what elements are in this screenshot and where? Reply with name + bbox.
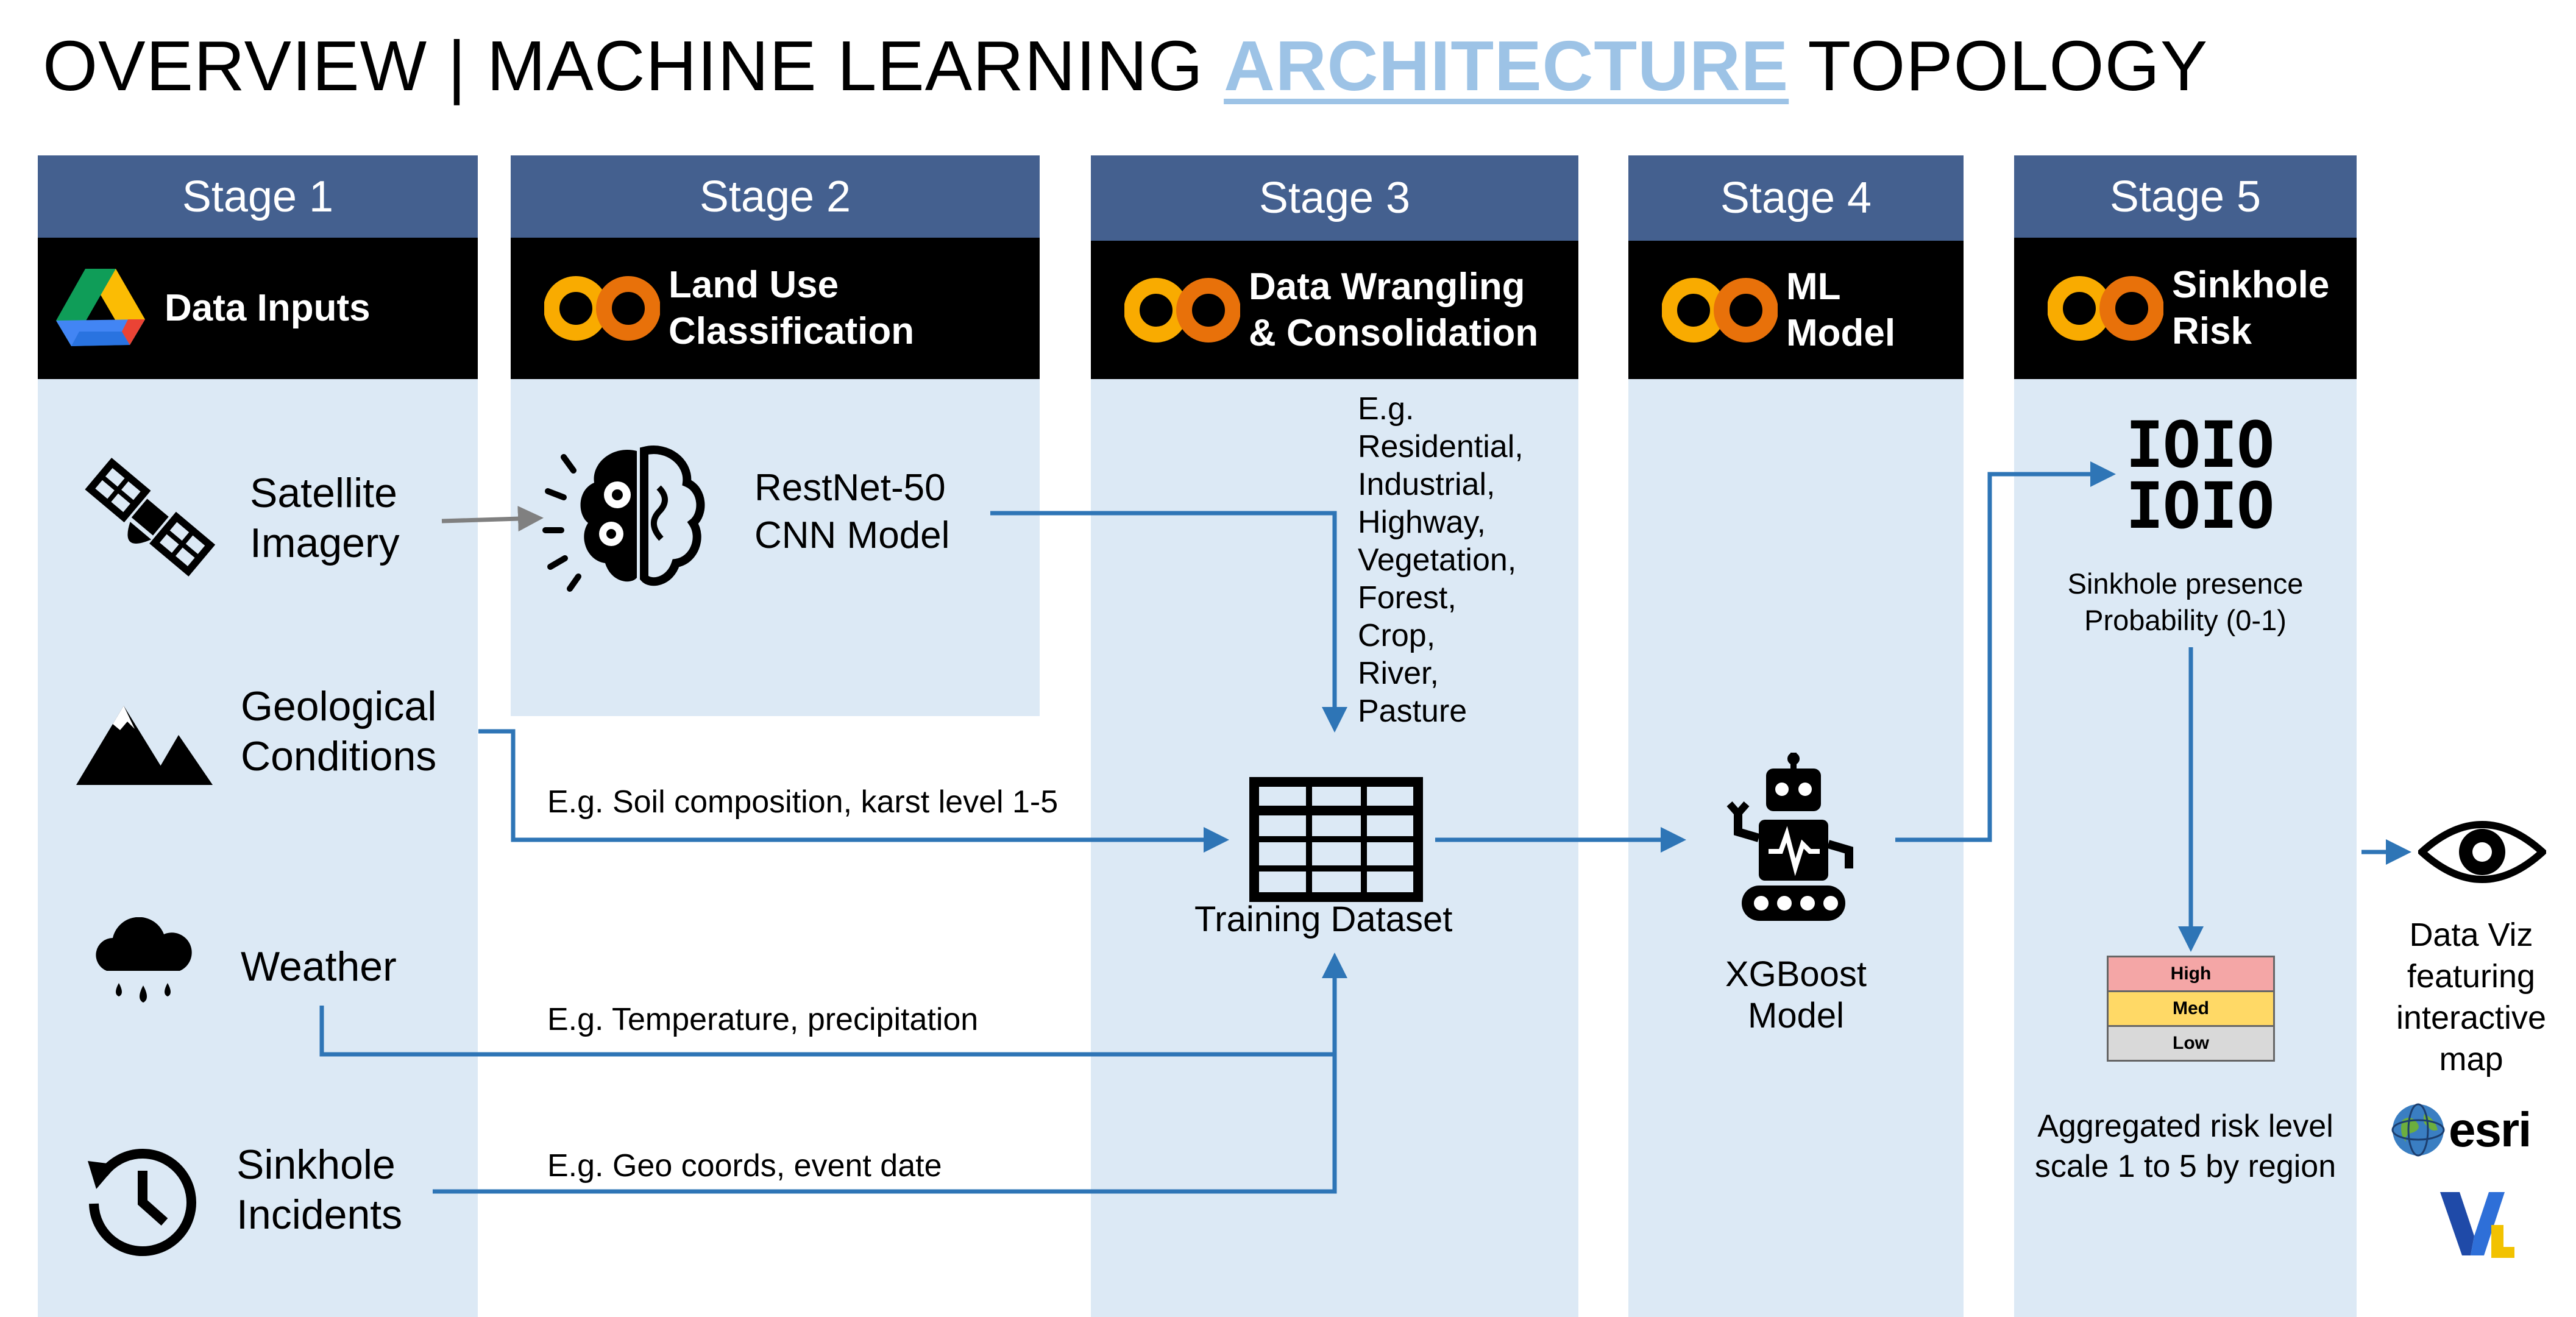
- esri-text: esri: [2449, 1102, 2532, 1157]
- stage-4-subheader: ML Model: [1628, 241, 1964, 379]
- esri-logo: esri: [2390, 1102, 2532, 1158]
- stage-2-subheader: Land Use Classification: [511, 238, 1040, 379]
- stage-3-heading-line1: Data Wrangling: [1249, 265, 1525, 308]
- flow-label-geological: E.g. Soil composition, karst level 1-5: [547, 784, 1059, 820]
- arrow-model-to-probability: [1895, 461, 2116, 842]
- flow-label-weather: E.g. Temperature, precipitation: [547, 1002, 979, 1037]
- colab-icon: [1124, 277, 1240, 343]
- mountain-icon: [76, 706, 213, 785]
- history-clock-icon: [88, 1149, 196, 1257]
- stage-1-header: Stage 1: [38, 155, 478, 238]
- flow-label-incidents: E.g. Geo coords, event date: [547, 1148, 942, 1184]
- robot-icon: [1726, 753, 1853, 921]
- stage-4-header: Stage 4: [1628, 155, 1964, 241]
- risk-level-high: High: [2107, 956, 2275, 992]
- stage-3-heading-line2: & Consolidation: [1249, 311, 1539, 354]
- stage-1-subheader: Data Inputs: [38, 238, 478, 379]
- stage-1-heading: Data Inputs: [165, 287, 371, 329]
- colab-icon: [544, 276, 660, 341]
- stage-3-header: Stage 3: [1091, 155, 1578, 241]
- colab-icon: [2048, 276, 2163, 341]
- arrow-satellite-to-cnn: [441, 506, 544, 532]
- arrow-cnn-to-dataset: [990, 511, 1347, 733]
- eye-icon: [2418, 821, 2546, 883]
- stage-5-heading-line1: Sinkhole: [2172, 264, 2330, 306]
- stage-5-heading-line2: Risk: [2172, 310, 2252, 352]
- colab-icon: [1662, 277, 1778, 343]
- vl-logo: VL: [2438, 1188, 2517, 1262]
- training-dataset-label: Training Dataset: [1194, 900, 1453, 939]
- globe-icon: [2391, 1103, 2445, 1157]
- arrow-weather-to-dataset: [319, 953, 1347, 1057]
- stage-2-heading-line2: Classification: [669, 310, 915, 352]
- stage-4-heading-line2: Model: [1786, 311, 1896, 354]
- satellite-icon: [85, 458, 216, 577]
- input-weather-label: Weather: [241, 943, 397, 990]
- risk-level-med: Med: [2107, 990, 2275, 1027]
- stage-5-header: Stage 5: [2014, 155, 2357, 238]
- table-icon: [1249, 777, 1423, 902]
- vl-mark-icon: [2440, 1192, 2514, 1258]
- stage-2-header: Stage 2: [511, 155, 1040, 238]
- land-use-examples: E.g. Residential, Industrial, Highway, V…: [1358, 391, 1524, 729]
- stage-3-subheader: Data Wrangling & Consolidation: [1091, 241, 1578, 379]
- page-title: OVERVIEW | MACHINE LEARNING ARCHITECTURE…: [43, 26, 2209, 105]
- rain-cloud-icon: [96, 917, 192, 1003]
- stage-4-heading-line1: ML: [1786, 265, 1841, 308]
- arrow-incidents-to-dataset: [433, 1054, 1337, 1194]
- google-drive-icon: [56, 269, 145, 346]
- arrow-geological-to-dataset: [478, 729, 1229, 853]
- stage-5-subheader: Sinkhole Risk: [2014, 238, 2357, 379]
- risk-level-low: Low: [2107, 1025, 2275, 1062]
- dataviz-label: Data Viz featuring interactive map: [2396, 917, 2547, 1077]
- stage-2-heading-line1: Land Use: [669, 264, 839, 306]
- title-highlight: ARCHITECTURE: [1224, 26, 1789, 105]
- brain-gears-icon: [542, 446, 705, 592]
